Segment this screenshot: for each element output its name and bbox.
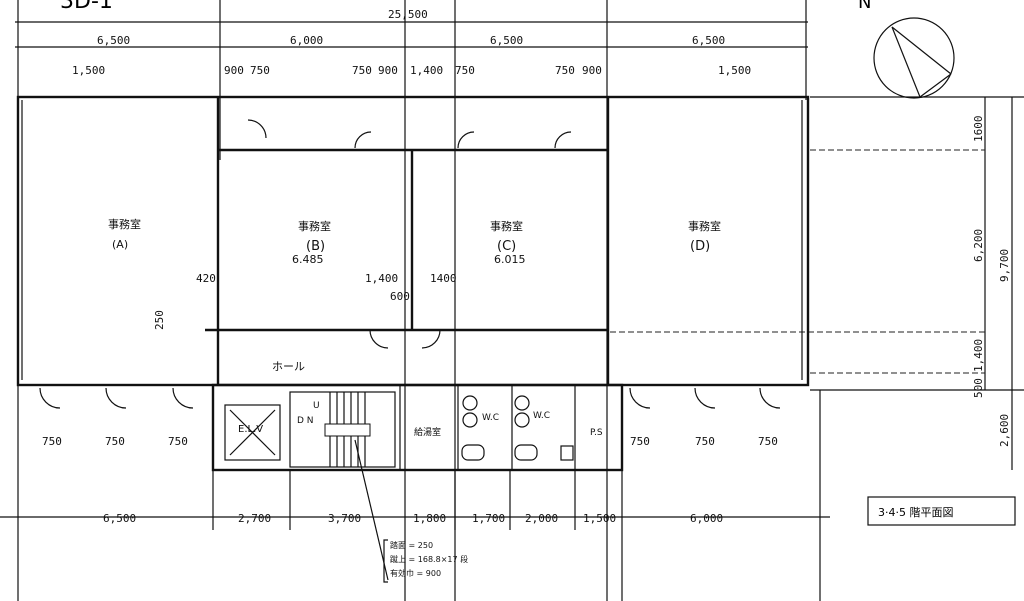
kitchenette-label: 給湯室 (414, 426, 441, 438)
north-arrow-icon (873, 17, 955, 99)
dim-sub: 750 (455, 64, 475, 77)
dim-door: 750 (695, 435, 715, 448)
room-b: 事務室 (B) 6.485 (292, 219, 331, 266)
room-name: 事務室 (108, 217, 141, 231)
dim-right-value: 1600 (972, 116, 985, 143)
doors (39, 119, 781, 409)
dim-bottom-value: 3,700 (328, 512, 361, 525)
dim-bottom: 6,500 2,700 3,700 1,800 1,700 2,000 1,50… (103, 512, 723, 525)
dim-door: 750 (758, 435, 778, 448)
dim-overall: 25,500 (388, 8, 428, 21)
room-c: 事務室 (C) 6.015 (490, 219, 526, 266)
room-id: (C) (497, 239, 516, 254)
north-label: N (858, 0, 871, 13)
dim-sub: 1,400 (410, 64, 443, 77)
sheet-header-fragment: 3D-1 (60, 0, 113, 14)
dim-door: 750 (168, 435, 188, 448)
room-area: 6.015 (494, 253, 526, 266)
room-id: (D) (690, 239, 710, 254)
dim-sub: 900 (582, 64, 602, 77)
dim-bottom-value: 1,700 (472, 512, 505, 525)
dim-right-value: 2,600 (998, 414, 1011, 447)
room-id: (A) (112, 238, 128, 251)
dim-sub-top: 1,500 900 750 750 900 1,400 750 750 900 … (72, 64, 751, 77)
room-name: 事務室 (688, 219, 721, 233)
dim-bottom-value: 2,000 (525, 512, 558, 525)
room-name: 事務室 (298, 219, 331, 233)
dim-sub: 1,500 (72, 64, 105, 77)
stair-up-label: U (313, 401, 320, 411)
dim-right-value: 6,200 (972, 229, 985, 262)
dim-right-value: 9,700 (998, 249, 1011, 282)
core-rooms (224, 385, 576, 581)
room-id: (B) (306, 239, 325, 254)
dim-bay-3: 6,500 (490, 34, 523, 47)
dim-door: 750 (630, 435, 650, 448)
room-a: 事務室 (A) (108, 217, 141, 251)
dim-1400-a: 1,400 (365, 272, 398, 285)
dim-door: 750 (105, 435, 125, 448)
dim-sub: 750 (555, 64, 575, 77)
dim-bottom-value: 2,700 (238, 512, 271, 525)
dim-bay-1: 6,500 (97, 34, 130, 47)
dim-door: 750 (42, 435, 62, 448)
dim-sub: 900 (224, 64, 244, 77)
sheet-title: 3·4·5 階平面図 (878, 505, 954, 519)
elevator-label: E.L.V (238, 424, 263, 435)
ps-label: P.S (590, 428, 603, 438)
stair-note-line: 有効巾 = 900 (390, 568, 441, 578)
dim-bottom-value: 1,500 (583, 512, 616, 525)
dim-1400-b: 1400 (430, 272, 457, 285)
dim-sub: 1,500 (718, 64, 751, 77)
room-area: 6.485 (292, 253, 324, 266)
dim-bottom-value: 1,800 (413, 512, 446, 525)
title-block: 3·4·5 階平面図 (867, 496, 1016, 526)
dim-bottom-value: 6,000 (690, 512, 723, 525)
dim-sub: 750 (250, 64, 270, 77)
dim-sub: 900 (378, 64, 398, 77)
room-name: 事務室 (490, 219, 523, 233)
dim-right: 1600 6,200 1,400 500 9,700 2,600 (972, 116, 1011, 448)
dim-bay-2: 6,000 (290, 34, 323, 47)
stair-note-line: 踏面 = 250 (390, 540, 433, 550)
stair-note: 踏面 = 250 蹴上 = 168.8×17 段 有効巾 = 900 (383, 539, 468, 583)
dim-250: 250 (153, 310, 166, 330)
door-width-dims: 750 750 750 750 750 750 (42, 435, 778, 448)
dim-sub: 750 (352, 64, 372, 77)
dim-420: 420 (196, 272, 216, 285)
dim-right-value: 500 (972, 378, 985, 398)
room-d: 事務室 (D) (688, 219, 721, 254)
dim-600: 600 (390, 290, 410, 303)
dim-right-value: 1,400 (972, 339, 985, 372)
stair-dn-label: D N (297, 416, 314, 426)
stair (289, 391, 396, 581)
wc2-label: W.C (533, 411, 550, 421)
stair-note-line: 蹴上 = 168.8×17 段 (390, 554, 468, 564)
wc1-label: W.C (482, 413, 499, 423)
building-walls (16, 95, 810, 472)
hall-label: ホール (272, 360, 305, 373)
dim-bay-4: 6,500 (692, 34, 725, 47)
dim-bottom-value: 6,500 (103, 512, 136, 525)
